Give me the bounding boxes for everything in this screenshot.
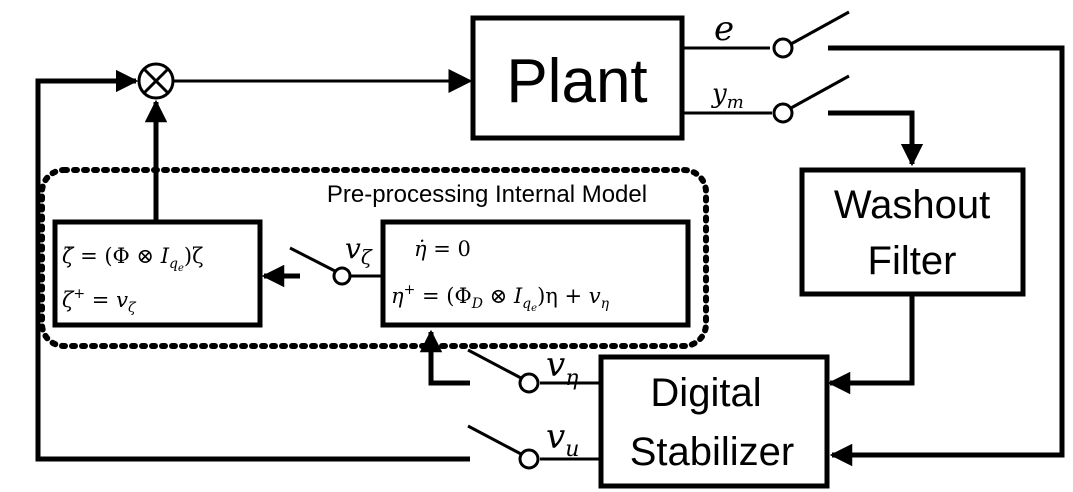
switch-e-pivot <box>772 37 794 59</box>
switch-vu-pivot <box>518 448 540 470</box>
stabilizer-label-1: Digital <box>650 371 761 415</box>
switch-vu-arm <box>467 424 522 456</box>
switch-veta-arm <box>467 348 522 380</box>
digital-stabilizer-block <box>598 354 830 489</box>
wire-e-return <box>828 45 1065 467</box>
eta-dot-equation: η̇ = 0 <box>414 237 471 261</box>
washout-label-2: Filter <box>868 239 957 283</box>
signal-ym: ym <box>711 79 744 113</box>
washout-label-1: Washout <box>834 183 990 227</box>
switch-ym-arm <box>790 74 850 110</box>
wire-washout-to-stabilizer <box>827 294 915 395</box>
switch-ym-pivot <box>772 102 794 124</box>
summing-junction <box>137 62 175 100</box>
internal-model-region <box>39 167 709 349</box>
stabilizer-label-2: Stabilizer <box>630 430 795 474</box>
plant-label: Plant <box>506 47 647 116</box>
signal-vu: vu <box>546 417 579 462</box>
wire-ym-to-washout <box>828 110 924 167</box>
feedback-wire-vu <box>35 69 470 462</box>
zeta-plus-equation: ζ+ = vζ <box>62 286 137 316</box>
internal-model-label: Pre-processing Internal Model <box>327 181 647 208</box>
wire-veta-to-eta <box>419 329 470 386</box>
switch-e-arm <box>790 10 850 46</box>
zeta-dot-equation: ζ̇ = (Φ ⊗ Iqe)ζ <box>62 244 203 274</box>
plant-block <box>470 15 685 141</box>
switch-veta-pivot <box>518 372 540 394</box>
switch-vzeta-pivot <box>332 266 352 286</box>
signal-veta: vη <box>546 345 578 391</box>
eta-block <box>380 219 691 328</box>
signal-vzeta: vζ <box>345 232 373 269</box>
eta-plus-equation: η+ = (ΦD ⊗ Iqe)η + vη <box>391 282 610 314</box>
switch-vzeta-arm <box>289 246 336 273</box>
signal-e: e <box>714 9 734 49</box>
washout-filter-block <box>799 167 1026 297</box>
